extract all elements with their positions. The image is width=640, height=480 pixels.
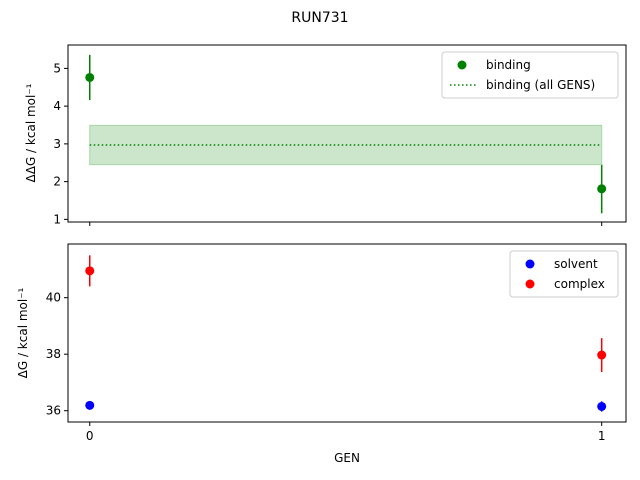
top-y-axis-label: ΔΔG / kcal mol⁻¹ [24,83,38,182]
legend-label-complex: complex [554,277,605,291]
legend-label-solvent: solvent [554,257,598,271]
y-tick-label: 3 [53,137,61,151]
y-tick-label: 5 [53,61,61,75]
top-x-ticks [89,222,603,226]
top-panel: 1 2 3 4 5 ΔΔG / kcal mol⁻¹ binding binding (… [24,44,627,226]
bottom-axes-frame [67,243,627,423]
x-tick-label: 0 [86,429,94,443]
bottom-legend: solvent complex [509,250,619,298]
solvent-point [597,401,607,411]
x-axis-label: GEN [334,451,360,465]
complex-point [85,266,95,276]
y-tick-label: 36 [46,404,61,418]
bottom-y-axis-label: ΔG / kcal mol⁻¹ [16,287,30,378]
bottom-legend-frame [509,250,619,298]
y-tick-label: 4 [53,99,61,113]
y-tick-label: 1 [53,212,61,226]
binding-point [597,184,607,194]
top-y-ticks: 1 2 3 4 5 [53,61,68,226]
bottom-y-ticks: 36 38 40 [46,291,68,418]
top-axes-frame [67,44,627,223]
top-plot-contents [85,54,607,214]
y-tick-label: 40 [46,291,61,305]
x-tick-label: 1 [598,429,606,443]
figure-title: RUN731 [291,10,348,26]
top-legend: binding binding (all GENS) [441,51,619,99]
top-legend-frame [441,51,619,99]
y-tick-label: 38 [46,347,61,361]
legend-label-binding-all-gens: binding (all GENS) [486,78,595,92]
legend-label-binding: binding [486,58,531,72]
solvent-point [85,400,95,410]
legend-marker-complex [525,279,535,289]
legend-marker-solvent [525,259,535,269]
bottom-plot-contents [85,255,607,412]
y-tick-label: 2 [53,175,61,189]
complex-point [597,350,607,360]
legend-marker-binding [457,60,467,70]
binding-point [85,72,95,82]
